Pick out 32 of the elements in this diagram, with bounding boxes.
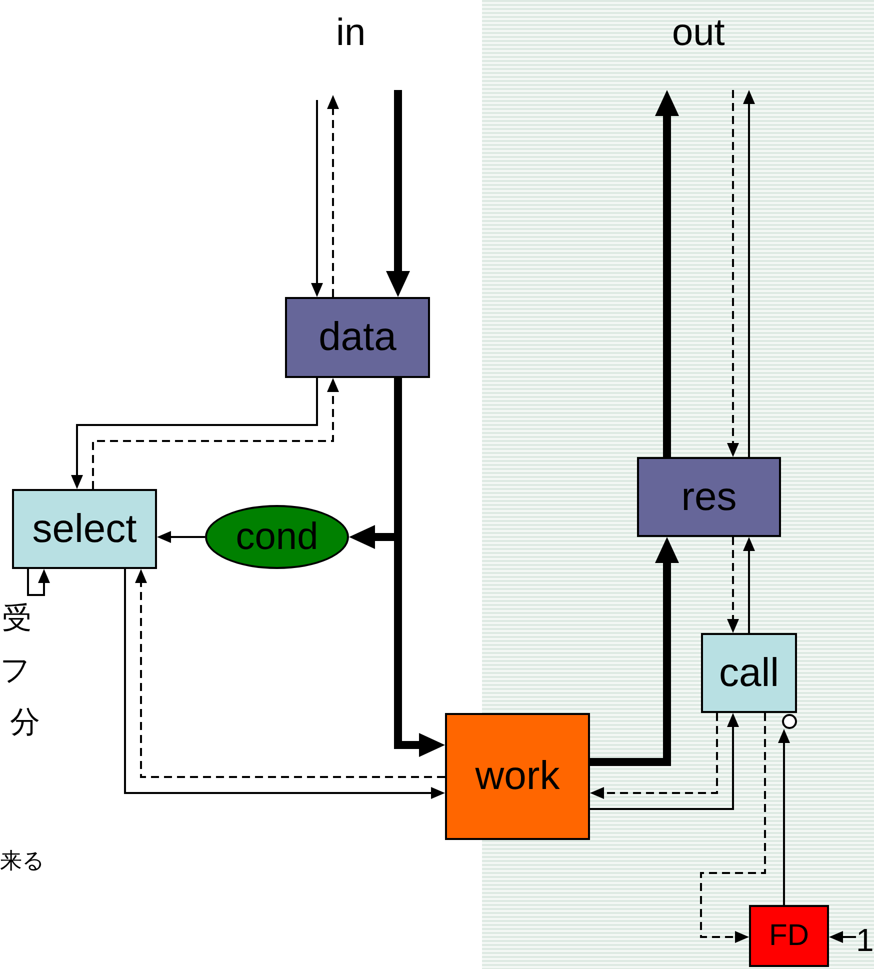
process-box: res bbox=[637, 457, 781, 537]
process-box: call bbox=[701, 633, 797, 713]
condition-ellipse: cond bbox=[205, 505, 349, 569]
arrow bbox=[743, 90, 755, 457]
arrow bbox=[386, 90, 410, 297]
arrow bbox=[327, 95, 339, 297]
column-heading: in bbox=[336, 14, 366, 52]
arrow bbox=[92, 378, 339, 489]
arrow bbox=[743, 537, 755, 633]
arrow bbox=[590, 713, 718, 799]
arrow bbox=[700, 713, 766, 943]
note-text: 分 bbox=[10, 708, 40, 738]
arrow bbox=[727, 537, 739, 633]
arrow bbox=[157, 531, 205, 543]
process-box: FD bbox=[749, 905, 829, 967]
note-text: 来る bbox=[0, 850, 45, 872]
process-box: select bbox=[12, 489, 157, 569]
column-heading: out bbox=[672, 14, 725, 52]
arrow bbox=[727, 90, 739, 457]
note-text: 受 bbox=[2, 604, 32, 634]
process-box: work bbox=[445, 713, 590, 840]
arrow bbox=[71, 378, 318, 489]
arrow bbox=[311, 100, 323, 297]
arrow bbox=[829, 931, 856, 943]
process-box: data bbox=[285, 297, 430, 378]
note-text: フ bbox=[0, 656, 31, 686]
arrow bbox=[590, 713, 739, 810]
arrow bbox=[590, 537, 679, 766]
arrow bbox=[27, 569, 50, 596]
arrow bbox=[655, 90, 679, 457]
arrow bbox=[778, 729, 790, 905]
number-label: 1 bbox=[856, 922, 874, 958]
